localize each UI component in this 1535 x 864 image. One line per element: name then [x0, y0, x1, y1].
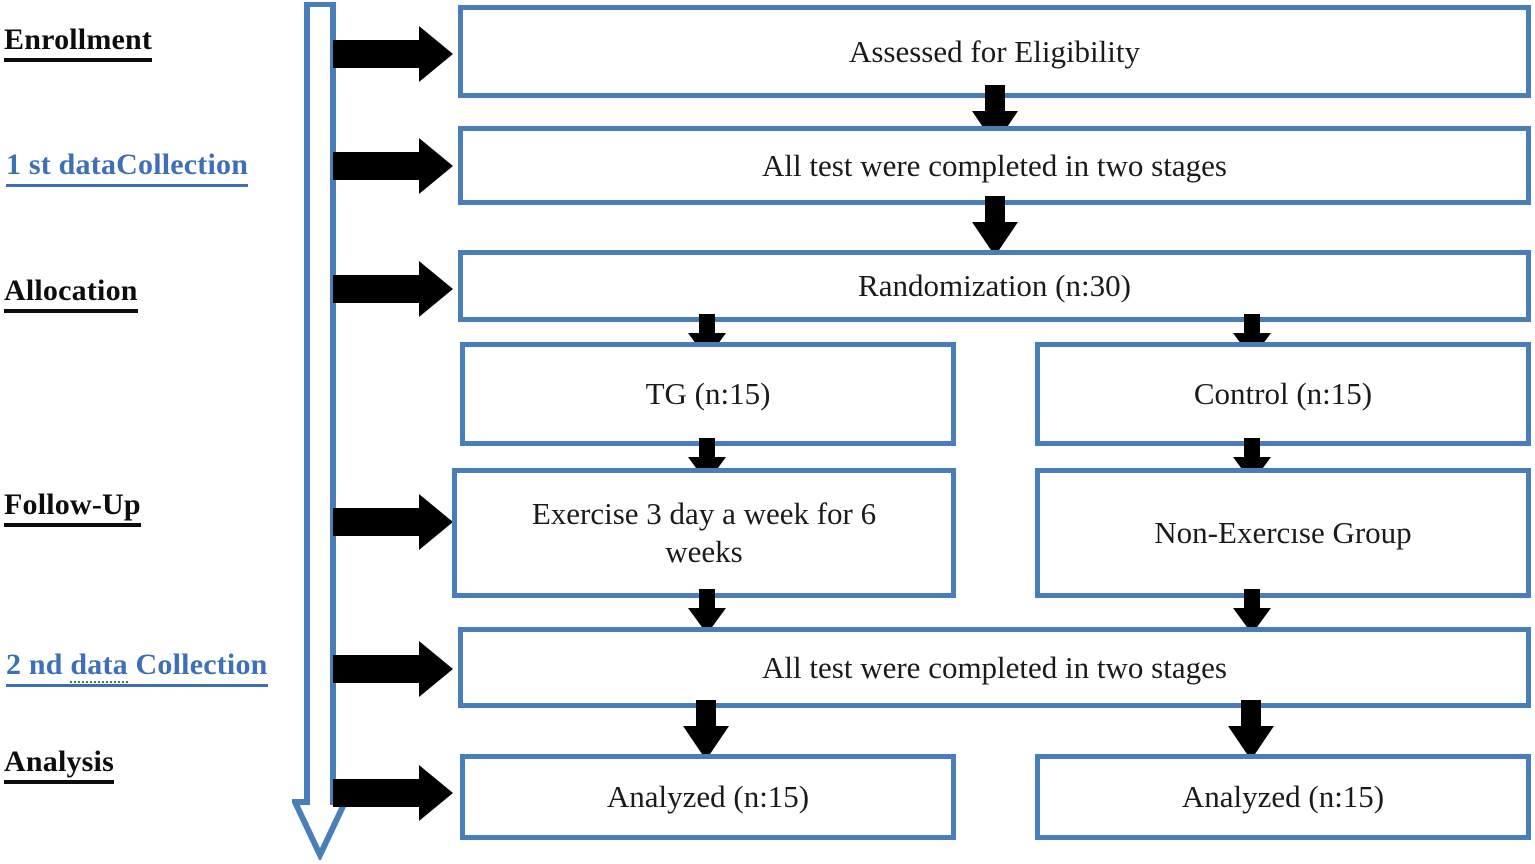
stage-label-first-collection: 1 st dataCollection — [6, 148, 249, 187]
down-arrow-icon-control-to-non-exercise — [1233, 438, 1271, 483]
down-arrow-icon-non-exercise-to-second-test — [1233, 589, 1271, 634]
box-second-data-collection: All test were completed in two stages — [458, 627, 1531, 708]
box-exercise-group-text: Exercise 3 day a week for 6 weeks — [531, 496, 877, 569]
down-arrow-icon-first-test-to-randomization — [972, 196, 1018, 256]
down-arrow-icon-randomization-to-tg — [688, 314, 726, 359]
stage-label-second-collection-suffix: Collection — [127, 648, 268, 681]
down-arrow-icon-second-test-to-analyzed-right — [1228, 700, 1274, 760]
box-second-data-collection-text: All test were completed in two stages — [762, 649, 1227, 685]
stage-label-follow-up-text: Follow-Up — [4, 488, 141, 521]
right-arrow-icon-first-collection — [333, 138, 453, 194]
box-analyzed-right: Analyzed (n:15) — [1035, 754, 1531, 840]
box-control-group-text: Control (n:15) — [1193, 376, 1373, 412]
box-non-exercise-group: Non-Exercıse Group — [1035, 468, 1531, 598]
box-analyzed-left-text: Analyzed (n:15) — [606, 779, 810, 815]
stage-label-second-collection: 2 nd data Collection — [6, 648, 268, 687]
down-arrow-icon-second-test-to-analyzed-left — [683, 700, 729, 760]
box-tg-group-text: TG (n:15) — [645, 376, 771, 412]
box-control-group: Control (n:15) — [1035, 342, 1531, 446]
right-arrow-icon-allocation — [333, 261, 453, 317]
stage-label-enrollment: Enrollment — [4, 23, 153, 62]
right-arrow-icon-second-collection — [333, 641, 453, 697]
right-arrow-icon-enrollment — [333, 26, 453, 82]
stage-label-enrollment-text: Enrollment — [4, 23, 153, 56]
right-arrow-icon-follow-up — [333, 494, 453, 550]
box-analyzed-right-text: Analyzed (n:15) — [1181, 779, 1385, 815]
down-arrow-icon-randomization-to-control — [1233, 314, 1271, 359]
down-arrow-icon-assessed-to-first-test — [972, 85, 1018, 145]
stage-label-first-collection-text: 1 st dataCollection — [6, 148, 249, 181]
stage-label-second-collection-misspelled: data — [70, 648, 128, 683]
box-non-exercise-group-text: Non-Exercıse Group — [1154, 515, 1412, 551]
stage-label-analysis: Analysis — [4, 747, 114, 784]
box-first-data-collection-text: All test were completed in two stages — [762, 147, 1227, 183]
box-tg-group: TG (n:15) — [460, 342, 956, 446]
box-exercise-group: Exercise 3 day a week for 6 weeks — [452, 468, 956, 598]
down-arrow-icon-tg-to-exercise — [688, 438, 726, 483]
stage-label-allocation: Allocation — [4, 276, 138, 313]
stage-label-second-collection-prefix: 2 nd — [6, 648, 71, 681]
box-first-data-collection: All test were completed in two stages — [458, 126, 1531, 205]
box-analyzed-left: Analyzed (n:15) — [460, 754, 956, 840]
down-arrow-icon-exercise-to-second-test — [688, 589, 726, 634]
timeline-down-arrow-icon — [292, 2, 348, 860]
box-assessed-for-eligibility-text: Assessed for Eligibility — [848, 33, 1141, 69]
box-randomization-text: Randomization (n:30) — [858, 268, 1131, 304]
stage-label-allocation-text: Allocation — [4, 274, 138, 307]
right-arrow-icon-analysis — [333, 765, 453, 821]
stage-label-follow-up: Follow-Up — [4, 490, 141, 527]
box-assessed-for-eligibility: Assessed for Eligibility — [458, 5, 1531, 98]
stage-label-analysis-text: Analysis — [4, 745, 114, 778]
box-randomization: Randomization (n:30) — [458, 250, 1531, 322]
